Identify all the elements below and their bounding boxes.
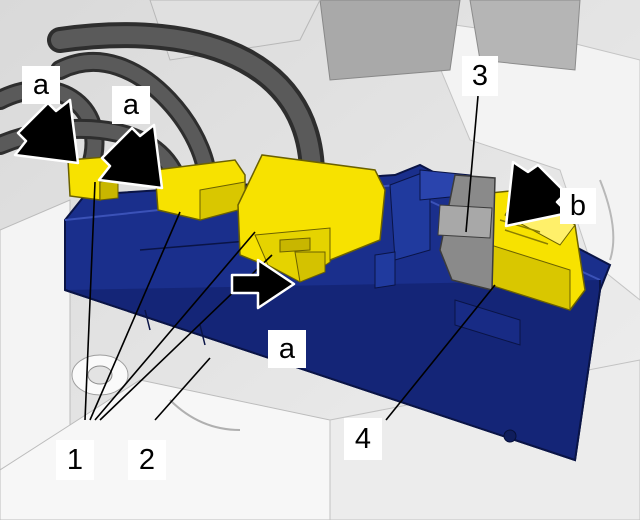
arrow-a-middle xyxy=(97,123,164,190)
callout-3: 3 xyxy=(462,56,498,96)
grey-locking-band xyxy=(437,174,496,291)
callout-4: 4 xyxy=(344,418,382,460)
callout-2: 2 xyxy=(128,440,166,480)
callout-a-top-left: a xyxy=(22,66,60,104)
callout-b: b xyxy=(560,188,596,224)
callout-a-bottom: a xyxy=(268,330,306,368)
connector-middle xyxy=(154,159,246,221)
callout-1: 1 xyxy=(56,440,94,480)
leader-lines xyxy=(84,95,496,421)
arrow-a-bottom xyxy=(230,258,296,310)
arrow-a-left xyxy=(13,98,80,165)
callout-a-top-middle: a xyxy=(112,86,150,124)
connector-large xyxy=(237,154,386,283)
